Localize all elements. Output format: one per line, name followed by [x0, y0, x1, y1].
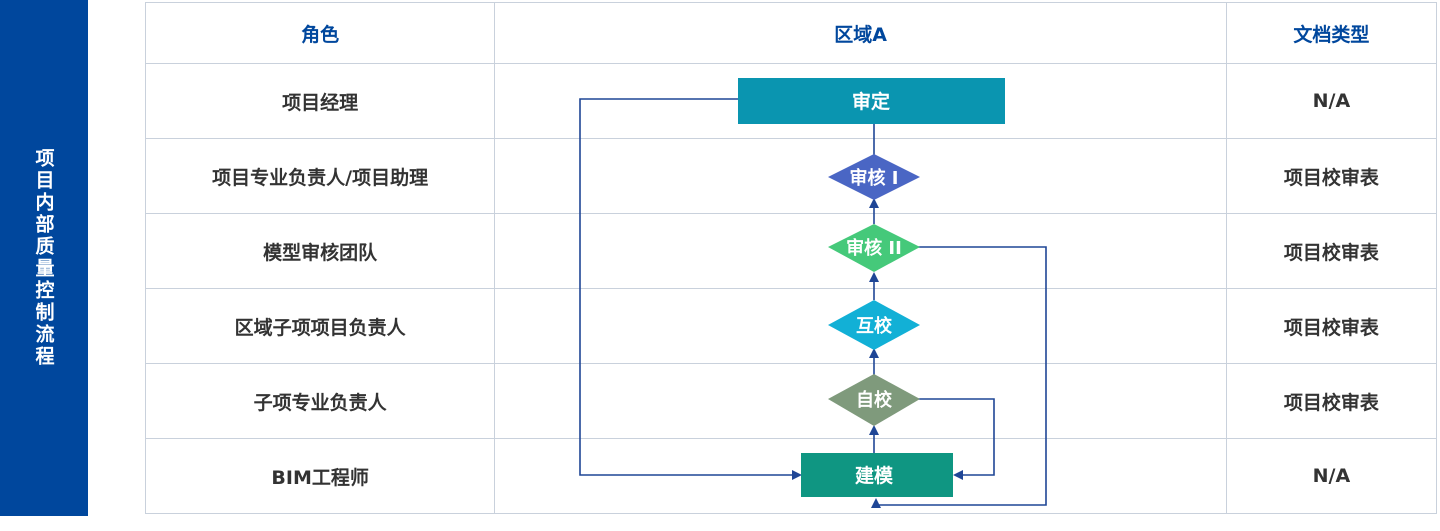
- sidebar-band: [0, 0, 88, 516]
- doc-type-cell: N/A: [1225, 438, 1438, 514]
- flow-cell: [494, 363, 1227, 439]
- flow-cell: [494, 138, 1227, 214]
- role-cell: BIM工程师: [144, 438, 496, 514]
- role-cell: 子项专业负责人: [144, 363, 496, 439]
- role-cell: 项目专业负责人/项目助理: [144, 138, 496, 214]
- sidebar-title: 项目内部质量控制流程: [32, 148, 55, 368]
- role-cell: 模型审核团队: [144, 213, 496, 289]
- table-row: BIM工程师 N/A: [144, 438, 1438, 514]
- role-cell: 项目经理: [144, 63, 496, 139]
- flow-cell: [494, 288, 1227, 364]
- table-row: 项目专业负责人/项目助理 项目校审表: [144, 138, 1438, 214]
- table-row: 项目经理 N/A: [144, 63, 1438, 139]
- process-table: 角色 区域A 文档类型 项目经理 N/A 项目专业负责人/项目助理 项目校审表 …: [144, 2, 1438, 514]
- doc-type-cell: 项目校审表: [1225, 213, 1438, 289]
- flow-cell: [494, 213, 1227, 289]
- flow-cell: [494, 63, 1227, 139]
- flow-cell: [494, 438, 1227, 514]
- table-row: 模型审核团队 项目校审表: [144, 213, 1438, 289]
- header-row: 角色 区域A 文档类型: [144, 2, 1438, 64]
- header-doc-type: 文档类型: [1225, 2, 1438, 64]
- doc-type-cell: 项目校审表: [1225, 138, 1438, 214]
- header-role: 角色: [144, 2, 496, 64]
- doc-type-cell: N/A: [1225, 63, 1438, 139]
- role-cell: 区域子项项目负责人: [144, 288, 496, 364]
- doc-type-cell: 项目校审表: [1225, 288, 1438, 364]
- doc-type-cell: 项目校审表: [1225, 363, 1438, 439]
- table-row: 子项专业负责人 项目校审表: [144, 363, 1438, 439]
- table-row: 区域子项项目负责人 项目校审表: [144, 288, 1438, 364]
- header-area: 区域A: [494, 2, 1227, 64]
